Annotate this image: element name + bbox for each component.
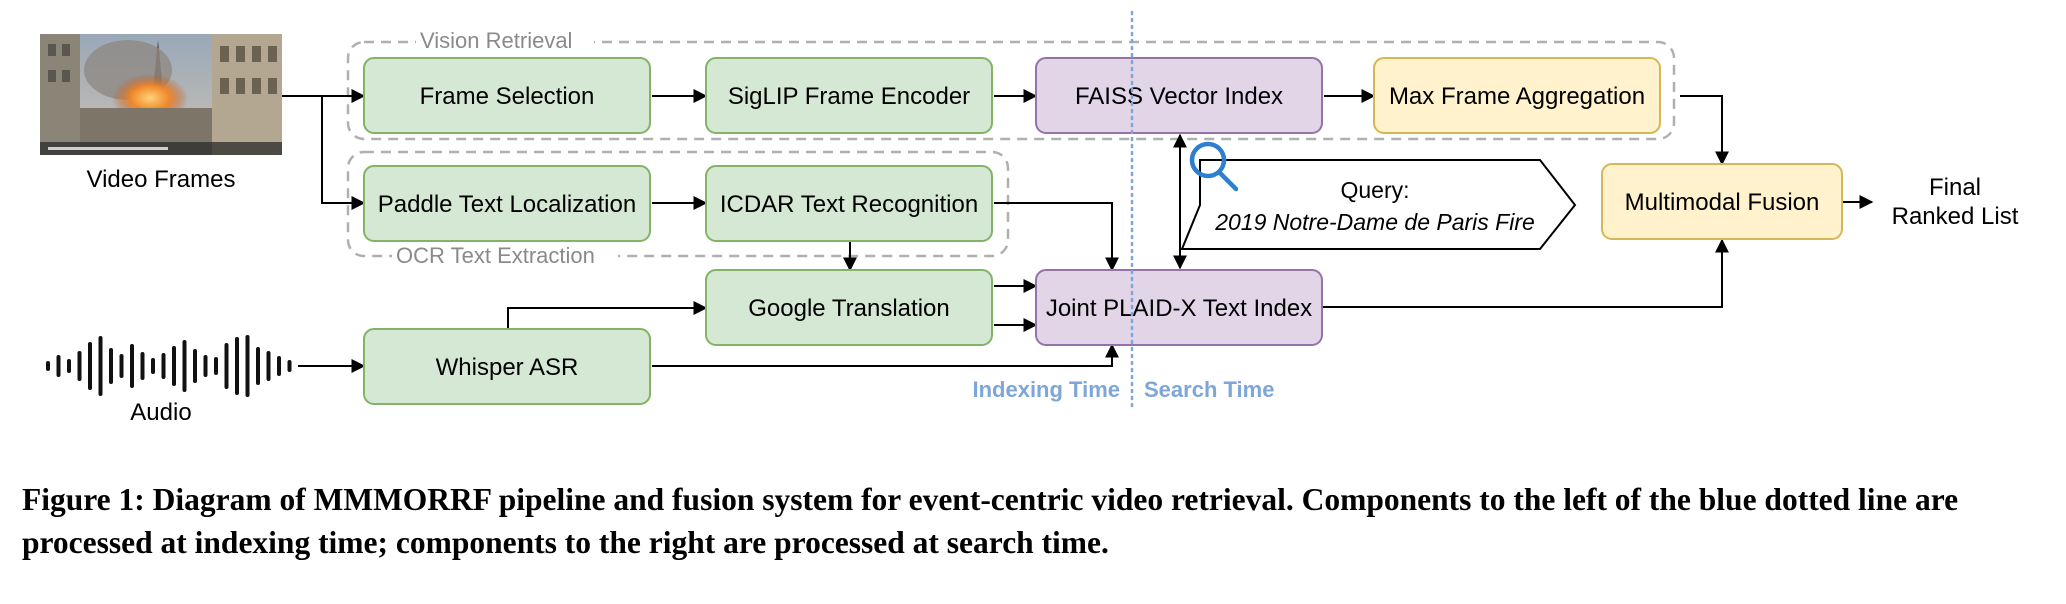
google-translation-node: Google Translation xyxy=(705,269,993,346)
svg-text:Max Frame Aggregation: Max Frame Aggregation xyxy=(1389,83,1645,110)
indexing-time-label: Indexing Time xyxy=(972,377,1120,402)
vision-retrieval-label: Vision Retrieval xyxy=(420,28,572,53)
svg-text:Paddle Text Localization: Paddle Text Localization xyxy=(378,191,636,218)
faiss-vector-index-node: FAISS Vector Index xyxy=(1035,57,1323,134)
svg-text:FAISS Vector Index: FAISS Vector Index xyxy=(1075,83,1283,110)
svg-text:Joint PLAID-X Text Index: Joint PLAID-X Text Index xyxy=(1046,295,1312,322)
whisper-asr-node: Whisper ASR xyxy=(363,328,651,405)
final-ranked-list-line2: Ranked List xyxy=(1892,203,2019,230)
svg-text:Google Translation: Google Translation xyxy=(748,295,949,322)
paddle-text-localization-node: Paddle Text Localization xyxy=(363,165,651,242)
siglip-encoder-node: SigLIP Frame Encoder xyxy=(705,57,993,134)
max-frame-aggregation-node: Max Frame Aggregation xyxy=(1373,57,1661,134)
svg-text:Multimodal Fusion: Multimodal Fusion xyxy=(1625,189,1820,216)
svg-text:Frame Selection: Frame Selection xyxy=(420,83,595,110)
edges xyxy=(282,89,1874,373)
final-ranked-list-line1: Final xyxy=(1929,174,1981,201)
ocr-group-label: OCR Text Extraction xyxy=(396,243,595,268)
svg-text:ICDAR Text Recognition: ICDAR Text Recognition xyxy=(720,191,978,218)
plaid-x-text-index-node: Joint PLAID-X Text Index xyxy=(1035,269,1323,346)
query-text: 2019 Notre-Dame de Paris Fire xyxy=(1214,209,1535,235)
search-time-label: Search Time xyxy=(1144,377,1274,402)
figure-caption: Figure 1: Diagram of MMMORRF pipeline an… xyxy=(22,482,1959,560)
icdar-text-recognition-node: ICDAR Text Recognition xyxy=(705,165,993,242)
audio-label: Audio xyxy=(130,399,191,426)
ocr-group: OCR Text Extraction xyxy=(346,150,1010,268)
video-frames-label: Video Frames xyxy=(87,166,236,193)
vision-retrieval-group: Vision Retrieval xyxy=(346,27,1676,141)
multimodal-fusion-node: Multimodal Fusion xyxy=(1601,163,1843,240)
svg-text:SigLIP Frame Encoder: SigLIP Frame Encoder xyxy=(728,83,970,110)
video-thumbnail xyxy=(40,34,282,155)
svg-text:Whisper ASR: Whisper ASR xyxy=(436,354,579,381)
frame-selection-node: Frame Selection xyxy=(363,57,651,134)
pipeline-diagram: Vision Retrieval OCR Text Extraction Vid… xyxy=(40,10,2019,426)
magnifier-icon xyxy=(1189,141,1239,192)
query-title: Query: xyxy=(1340,177,1409,203)
query-callout: Query: 2019 Notre-Dame de Paris Fire xyxy=(1180,159,1577,250)
audio-waveform-icon xyxy=(46,335,292,397)
